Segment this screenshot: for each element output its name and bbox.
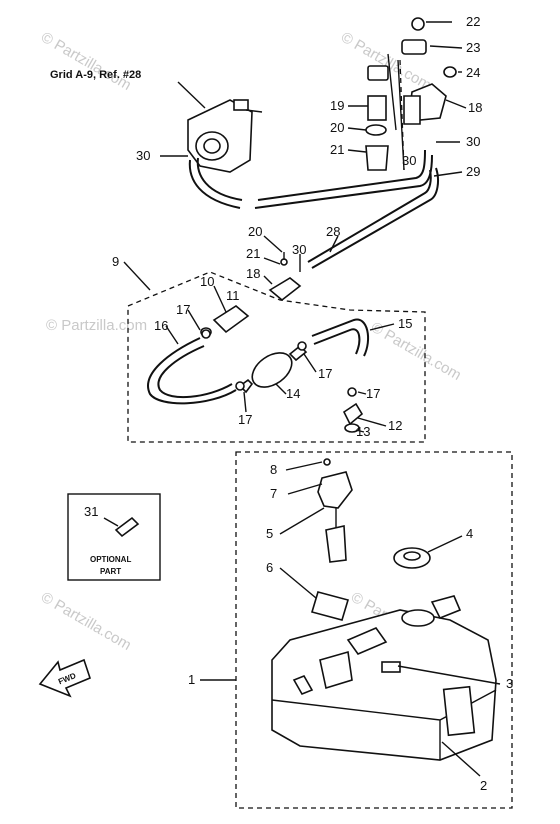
- fuel-line-group-outline: [127, 271, 426, 443]
- clamp: [235, 381, 245, 391]
- callout-5: 5: [266, 526, 273, 541]
- callout-27: 24: [466, 65, 480, 80]
- callout-15: 15: [398, 316, 412, 331]
- callout-26: 23: [466, 40, 480, 55]
- callout-8: 8: [270, 462, 277, 477]
- hose-28a: [311, 167, 439, 269]
- tank-outline: [235, 451, 513, 809]
- optional-part-label-line2: PART: [100, 567, 121, 576]
- callout-1: 1: [188, 672, 195, 687]
- callout-30: 30: [292, 242, 306, 257]
- callout-11: 11: [226, 288, 240, 303]
- watermark: © Partzilla.com: [38, 29, 134, 94]
- hose-16a: [147, 337, 237, 405]
- hose-28b: [307, 169, 432, 263]
- callout-19: 20: [248, 224, 262, 239]
- callout-10: 10: [200, 274, 214, 289]
- callout-21: 18: [468, 100, 482, 115]
- callout-13: 13: [356, 424, 370, 439]
- callout-20: 21: [246, 246, 260, 261]
- clamp: [297, 341, 307, 351]
- callout-23: 20: [330, 120, 344, 135]
- fuel-joint-assembly: [365, 17, 457, 171]
- callout-3: 3: [506, 676, 513, 691]
- callout-30: 30: [466, 134, 480, 149]
- callout-16: 16: [154, 318, 168, 333]
- callout-18: 18: [246, 266, 260, 281]
- callout-24: 21: [330, 142, 344, 157]
- hose-29d: [257, 149, 426, 201]
- hose-29c: [254, 154, 433, 209]
- callout-17: 17: [366, 386, 380, 401]
- clamp: [347, 387, 357, 397]
- watermark: © Partzilla.com: [338, 29, 434, 94]
- optional-part-label-line1: OPTIONAL: [90, 555, 131, 564]
- fuel-gauge: [317, 458, 353, 563]
- callout-4: 4: [466, 526, 473, 541]
- forward-arrow: FWD: [38, 658, 91, 698]
- callout-7: 7: [270, 486, 277, 501]
- tank-connector: [342, 402, 364, 433]
- reference-label: Grid A-9, Ref. #28: [50, 69, 141, 81]
- hose-29b: [196, 157, 243, 201]
- fuel-tank: [271, 595, 497, 761]
- watermark: © Partzilla.com: [38, 589, 134, 654]
- callout-12: 12: [388, 418, 402, 433]
- gasket: [310, 591, 350, 621]
- callout-6: 6: [266, 560, 273, 575]
- fuel-cap: [393, 547, 431, 569]
- carburetor: [187, 99, 263, 173]
- callout-30: 30: [402, 153, 416, 168]
- joint-18: [268, 252, 302, 302]
- callout-numbers: 22 23 24 18 19 20 21 30 30 30 29 28 20 3…: [84, 14, 513, 793]
- callout-17: 17: [238, 412, 252, 427]
- callout-17: 17: [176, 302, 190, 317]
- callout-31: 31: [84, 504, 98, 519]
- callout-30: 30: [136, 148, 150, 163]
- callout-17: 17: [318, 366, 332, 381]
- watermark: © Partzilla.com: [46, 317, 147, 334]
- callout-22: 19: [330, 98, 344, 113]
- leader-lines: [103, 21, 501, 777]
- hose-16b: [157, 345, 233, 399]
- callout-9: 9: [112, 254, 119, 269]
- callout-29: 29: [466, 164, 480, 179]
- callout-25: 22: [466, 14, 480, 29]
- watermark: © Partzilla.com: [368, 319, 464, 384]
- hose-15a: [311, 318, 370, 357]
- callout-28: 28: [326, 224, 340, 239]
- hose-15b: [313, 328, 361, 355]
- callout-2: 2: [480, 778, 487, 793]
- hose-29a: [188, 159, 241, 209]
- callout-14: 14: [286, 386, 300, 401]
- clamp: [201, 329, 211, 339]
- reference-leader: [177, 81, 206, 109]
- optional-part-box: OPTIONAL PART: [67, 493, 161, 581]
